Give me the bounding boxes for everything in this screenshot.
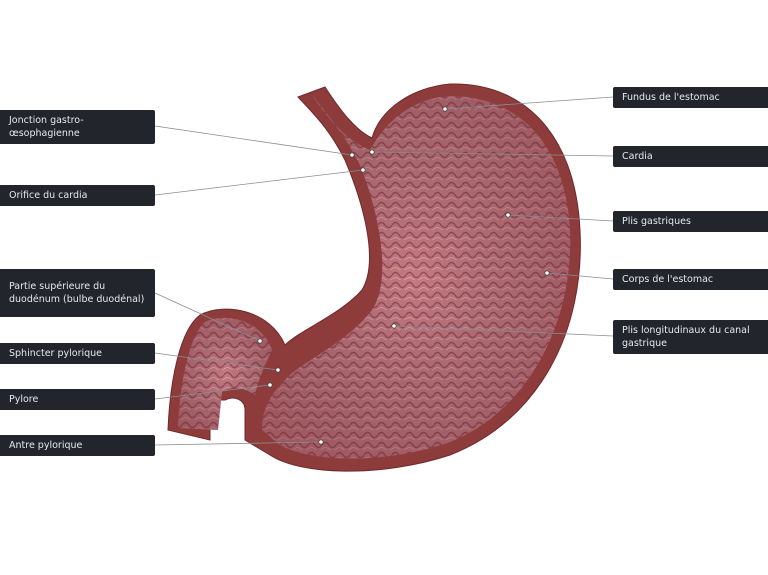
- label-orifice-du-cardia: Orifice du cardia: [0, 185, 155, 206]
- label-plis-gastriques: Plis gastriques: [613, 211, 768, 232]
- label-pylore: Pylore: [0, 389, 155, 410]
- label-antre-pylorique: Antre pylorique: [0, 435, 155, 456]
- label-fundus: Fundus de l'estomac: [613, 87, 768, 108]
- label-corps-estomac: Corps de l'estomac: [613, 269, 768, 290]
- pointer-dots: [257, 106, 550, 445]
- label-plis-longitudinaux: Plis longitudinaux du canal gastrique: [613, 320, 768, 354]
- leader-lines: [154, 96, 614, 446]
- label-jonction-gastro-oesophagienne: Jonction gastro-œsophagienne: [0, 110, 155, 144]
- label-bulbe-duodenal: Partie supérieure du duodénum (bulbe duo…: [0, 269, 155, 317]
- label-sphincter-pylorique: Sphincter pylorique: [0, 343, 155, 364]
- label-cardia: Cardia: [613, 146, 768, 167]
